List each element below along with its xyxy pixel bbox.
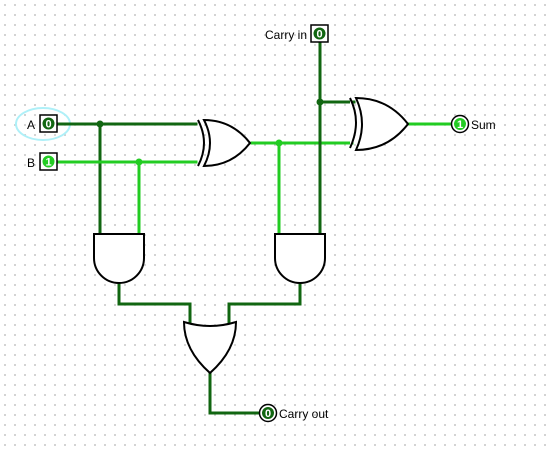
pin-value: 1: [457, 119, 463, 131]
and-gate[interactable]: [274, 233, 326, 284]
input-label-b: B: [27, 156, 35, 170]
output-pin-sum[interactable]: 1: [450, 114, 470, 134]
wire-and1-out[interactable]: [117, 280, 192, 324]
junction-dot: [135, 158, 143, 166]
wire-carry-out[interactable]: [208, 370, 262, 415]
wire-a[interactable]: [56, 122, 198, 238]
pin-value: 0: [316, 29, 322, 41]
wire-xor1-out[interactable]: [250, 141, 354, 238]
xor-gate[interactable]: [349, 96, 410, 152]
and-gate[interactable]: [93, 233, 145, 284]
input-label-a: A: [27, 118, 35, 132]
or-gate[interactable]: [182, 320, 238, 375]
wire-and2-out[interactable]: [227, 280, 302, 324]
wires: [56, 39, 454, 415]
input-pin-b[interactable]: 1: [39, 152, 58, 171]
wire-b[interactable]: [56, 160, 198, 238]
pin-value: 0: [45, 119, 51, 131]
input-pin-a[interactable]: 0: [39, 114, 58, 133]
wire-carry-in[interactable]: [318, 39, 356, 238]
junction-dot: [275, 139, 283, 147]
output-label-carry-out: Carry out: [279, 407, 329, 421]
xor-gate[interactable]: [197, 118, 252, 168]
input-pin-carry-in[interactable]: 0: [310, 24, 329, 43]
input-label-carry-in: Carry in: [265, 28, 307, 42]
junction-dot: [316, 98, 324, 106]
output-label-sum: Sum: [471, 118, 496, 132]
pin-value: 0: [265, 408, 271, 420]
output-pin-carry-out[interactable]: 0: [258, 403, 278, 423]
junction-dot: [96, 120, 104, 128]
pin-value: 1: [45, 157, 51, 169]
